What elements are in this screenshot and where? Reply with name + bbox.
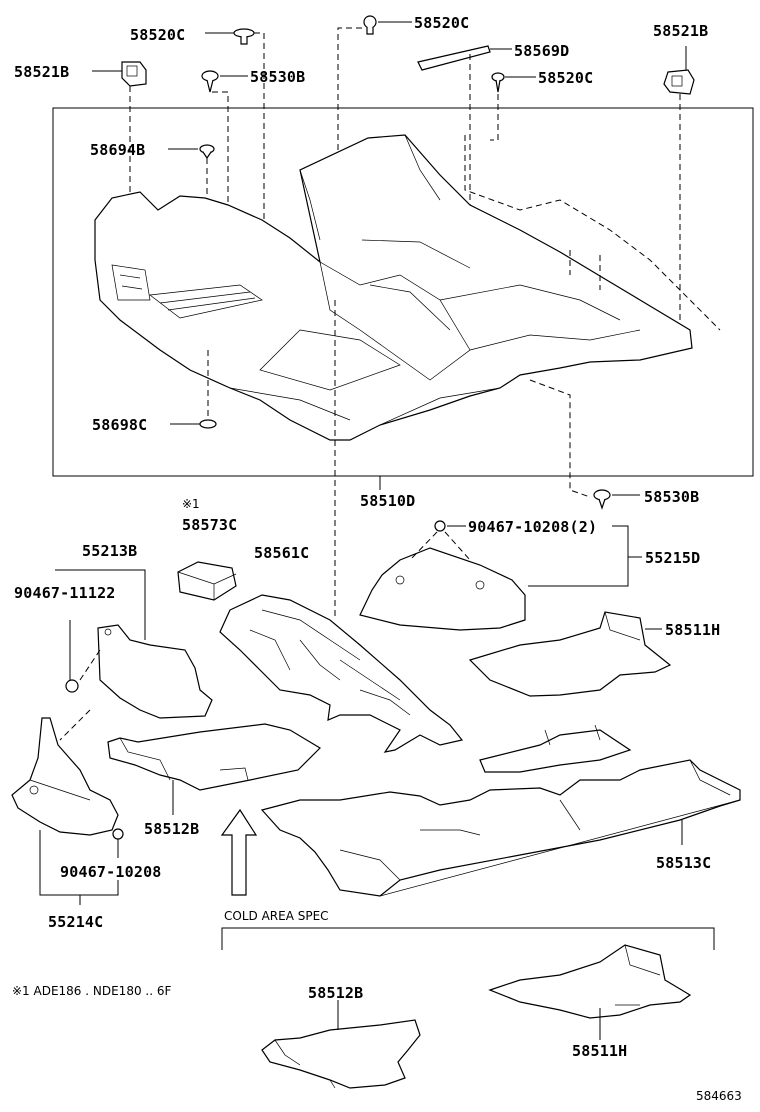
clip-90467-10208-pair xyxy=(434,520,446,532)
label-58520c-left: 58520C xyxy=(130,26,185,44)
label-cold-area-spec: COLD AREA SPEC xyxy=(224,909,329,923)
label-58561c: 58561C xyxy=(254,544,309,562)
silencer-58513c xyxy=(260,724,741,897)
label-diagram-id: 584663 xyxy=(696,1089,742,1103)
label-58511h-upper: 58511H xyxy=(665,621,720,639)
cold-area-bracket xyxy=(221,927,715,950)
clip-58520c-center xyxy=(363,15,377,35)
label-58530b-top: 58530B xyxy=(250,68,305,86)
label-58510d: 58510D xyxy=(360,492,415,510)
clip-58694b xyxy=(199,144,215,160)
block-58573c xyxy=(177,561,237,601)
clip-58698c xyxy=(199,419,217,429)
label-58512b-upper: 58512B xyxy=(144,820,199,838)
label-90467-10208: 90467-10208 xyxy=(60,863,162,881)
pad-55215d xyxy=(359,547,526,631)
label-58530b-lower: 58530B xyxy=(644,488,699,506)
clip-90467-11122 xyxy=(65,679,79,693)
label-58513c: 58513C xyxy=(656,854,711,872)
label-note-mark: ※1 xyxy=(182,497,200,511)
strip-58569d xyxy=(417,45,491,71)
label-90467-11122: 90467-11122 xyxy=(14,584,116,602)
label-58569d: 58569D xyxy=(514,42,569,60)
direction-arrow xyxy=(220,808,258,896)
label-55215d: 55215D xyxy=(645,549,700,567)
label-55213b: 55213B xyxy=(82,542,137,560)
clip-58521b-left xyxy=(121,61,147,87)
label-58694b: 58694B xyxy=(90,141,145,159)
clip-90467-10208 xyxy=(112,828,124,840)
silencer-58512b-cold xyxy=(261,1019,421,1089)
pad-55214c xyxy=(11,717,119,836)
clip-58530b-top xyxy=(201,70,219,93)
label-58520c-center: 58520C xyxy=(414,14,469,32)
clip-58520c-right xyxy=(491,72,505,93)
label-58511h-cold: 58511H xyxy=(572,1042,627,1060)
label-55214c: 55214C xyxy=(48,913,103,931)
clip-58520c-left xyxy=(233,28,255,45)
label-footnote: ※1 ADE186 . NDE180 .. 6F xyxy=(12,984,171,998)
label-58520c-right: 58520C xyxy=(538,69,593,87)
label-58521b-left: 58521B xyxy=(14,63,69,81)
silencer-58512b xyxy=(107,723,321,791)
clip-58530b-lower xyxy=(593,489,611,510)
tunnel-cover-58561c xyxy=(219,594,464,753)
label-58512b-cold: 58512B xyxy=(308,984,363,1002)
silencer-58511h-cold xyxy=(488,944,692,1019)
silencer-58511h xyxy=(468,611,672,697)
label-58521b-right: 58521B xyxy=(653,22,708,40)
label-58573c: 58573C xyxy=(182,516,237,534)
clip-58521b-right xyxy=(663,69,695,95)
label-58698c: 58698C xyxy=(92,416,147,434)
label-90467-10208-2: 90467-10208(2) xyxy=(468,518,597,536)
main-carpet-frame xyxy=(52,107,754,477)
pad-55213b xyxy=(97,624,213,719)
floor-carpet-58510d xyxy=(94,134,693,441)
